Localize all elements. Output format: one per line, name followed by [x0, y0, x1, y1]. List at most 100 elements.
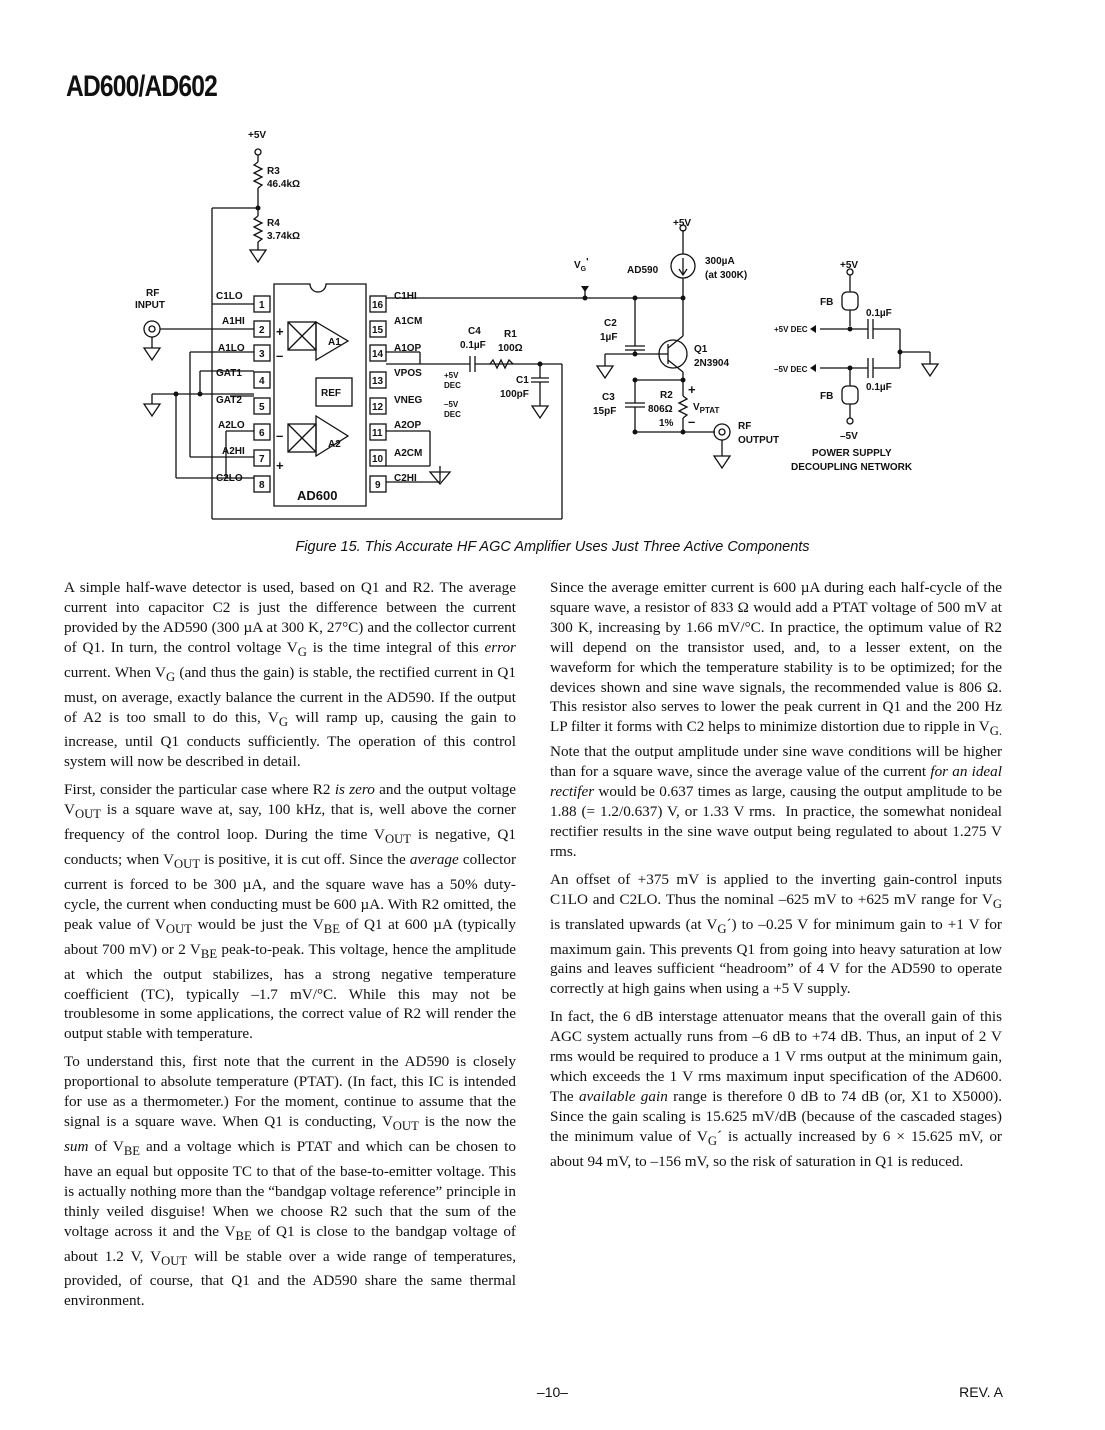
ferrite-bead-2 — [841, 385, 859, 405]
label-pin-a2hi: A2HI — [222, 446, 245, 457]
label-pin-a1op: A1OP — [394, 343, 422, 354]
label-vptat: VPTAT — [693, 402, 719, 415]
label-r1-val: 100Ω — [498, 343, 523, 354]
label-pin-c2lo: C2LO — [216, 473, 243, 484]
pin-num-7: 7 — [259, 454, 265, 465]
label-dec-p2: DEC — [444, 381, 461, 390]
schematic-svg: +5V R3 46.4kΩ R4 3.74kΩ RF INPUT C1LO A1… — [135, 130, 940, 520]
label-q1-val: 2N3904 — [694, 358, 729, 369]
label-pin-vpos: VPOS — [394, 368, 422, 379]
label-a1-plus: + — [276, 324, 284, 339]
label-pin-c2hi: C2HI — [394, 473, 417, 484]
label-ad590: AD590 — [627, 265, 659, 276]
pin-num-2: 2 — [259, 325, 265, 336]
label-pin-c1hi: C1HI — [394, 291, 417, 302]
label-ps-title2: DECOUPLING NETWORK — [791, 462, 913, 473]
label-plus5v-ad590: +5V — [673, 218, 691, 229]
label-a1-minus: – — [276, 348, 283, 363]
label-pin-vneg: VNEG — [394, 395, 423, 406]
label-dec-n2: DEC — [444, 410, 461, 419]
paragraph: First, consider the particular case wher… — [64, 781, 516, 1043]
pin-num-3: 3 — [259, 349, 265, 360]
resistor-r3 — [252, 161, 264, 189]
label-p5dec: +5V DEC — [774, 325, 808, 334]
label-pin-a2cm: A2CM — [394, 448, 422, 459]
label-300ua: 300µA — [705, 256, 735, 267]
pin-num-16: 16 — [372, 300, 384, 311]
label-a1: A1 — [328, 337, 341, 348]
label-rf-input-2: INPUT — [135, 300, 165, 311]
label-c2: C2 — [604, 318, 617, 329]
label-pin-gat2: GAT2 — [216, 395, 242, 406]
pin-num-6: 6 — [259, 428, 265, 439]
label-pin-a2op: A2OP — [394, 420, 422, 431]
ic-ad600-body — [273, 283, 367, 507]
circuit-schematic: +5V R3 46.4kΩ R4 3.74kΩ RF INPUT C1LO A1… — [130, 126, 970, 526]
label-r3: R3 — [267, 166, 280, 177]
label-q1: Q1 — [694, 344, 708, 355]
ref-block — [315, 377, 353, 407]
label-a2-plus: + — [276, 458, 284, 473]
label-pin-a1lo: A1LO — [218, 343, 245, 354]
label-fb1: FB — [820, 297, 833, 308]
pin-num-4: 4 — [259, 376, 265, 387]
pin-num-9: 9 — [375, 480, 381, 491]
resistor-r4 — [252, 215, 264, 243]
resistor-r2 — [677, 395, 689, 419]
label-r1: R1 — [504, 329, 517, 340]
label-a2: A2 — [328, 439, 341, 450]
label-c3: C3 — [602, 392, 615, 403]
label-dec-p1: +5V — [444, 371, 459, 380]
pin-num-8: 8 — [259, 480, 265, 491]
label-c3-val: 15pF — [593, 406, 616, 417]
label-pin-c1lo: C1LO — [216, 291, 243, 302]
label-rf-input-1: RF — [146, 288, 159, 299]
ground-rf-in — [142, 347, 162, 362]
label-r2-tol: 1% — [659, 418, 674, 429]
text-column-right: Since the average emitter current is 600… — [550, 578, 1002, 1180]
amp-a1 — [315, 320, 350, 362]
label-rf-output-1: RF — [738, 421, 751, 432]
pin-num-13: 13 — [372, 376, 384, 387]
amp-a2 — [315, 414, 350, 458]
label-cap1: 0.1µF — [866, 308, 892, 319]
resistor-r1 — [489, 358, 514, 370]
label-rf-output-2: OUTPUT — [738, 435, 779, 446]
label-vg: VG' — [574, 257, 589, 273]
label-r3-val: 46.4kΩ — [267, 179, 300, 190]
label-fb2: FB — [820, 391, 833, 402]
label-dec-n1: –5V — [444, 400, 459, 409]
label-r4-val: 3.74kΩ — [267, 231, 300, 242]
label-at-300k: (at 300K) — [705, 270, 747, 281]
label-ref: REF — [321, 388, 341, 399]
pin-num-5: 5 — [259, 402, 265, 413]
label-c1: C1 — [516, 375, 529, 386]
ferrite-bead-1 — [841, 291, 859, 311]
pin-num-15: 15 — [372, 325, 384, 336]
label-a2-minus: – — [276, 428, 283, 443]
paragraph: In fact, the 6 dB interstage attenuator … — [550, 1008, 1002, 1170]
pin-num-12: 12 — [372, 402, 384, 413]
label-c2-val: 1µF — [600, 332, 617, 343]
label-c4-val: 0.1µF — [460, 340, 486, 351]
pin-num-1: 1 — [259, 300, 265, 311]
label-pin-a2lo: A2LO — [218, 420, 245, 431]
label-cap2: 0.1µF — [866, 382, 892, 393]
label-c1-val: 100pF — [500, 389, 529, 400]
pin-num-14: 14 — [372, 349, 384, 360]
label-pin-a1hi: A1HI — [222, 316, 245, 327]
terminal-plus5v-top — [254, 148, 262, 156]
label-c4: C4 — [468, 326, 481, 337]
paragraph: To understand this, first note that the … — [64, 1053, 516, 1310]
paragraph: Since the average emitter current is 600… — [550, 579, 1002, 860]
ground-r4 — [248, 249, 268, 264]
label-m5dec: –5V DEC — [774, 365, 808, 374]
page-number: –10– — [536, 1384, 569, 1400]
label-pin-a1cm: A1CM — [394, 316, 422, 327]
pin-num-11: 11 — [372, 428, 383, 439]
label-ps-plus5v: +5V — [840, 260, 858, 271]
label-ps-minus5v: –5V — [840, 431, 858, 442]
label-ps-title1: POWER SUPPLY — [812, 448, 892, 459]
page-header-title: AD600/AD602 — [66, 70, 218, 103]
pin-num-10: 10 — [372, 454, 384, 465]
